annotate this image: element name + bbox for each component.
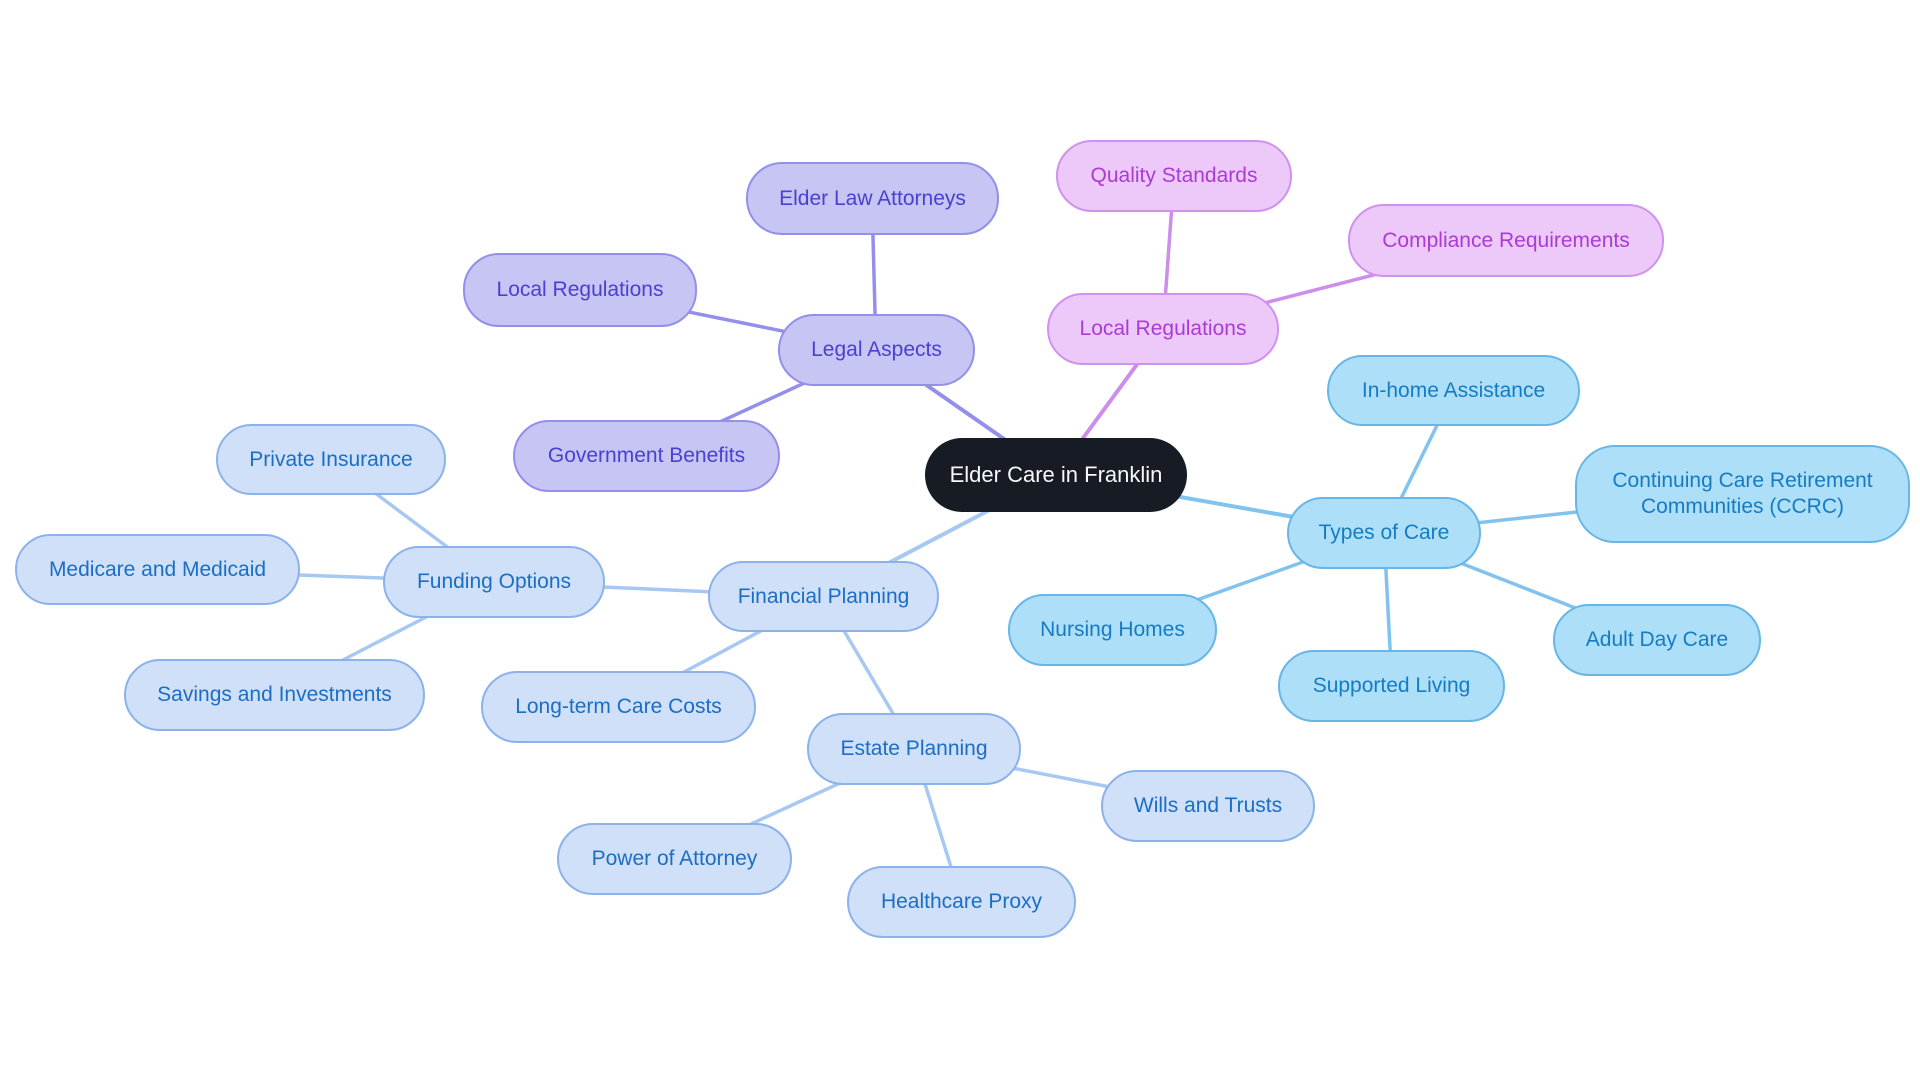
node-medicare-and-medicaid[interactable]: Medicare and Medicaid [15,534,300,605]
node-legal-aspects[interactable]: Legal Aspects [778,314,975,386]
node-supported-living[interactable]: Supported Living [1278,650,1505,722]
node-adult-day-care[interactable]: Adult Day Care [1553,604,1761,676]
node-healthcare-proxy[interactable]: Healthcare Proxy [847,866,1076,938]
node-power-of-attorney[interactable]: Power of Attorney [557,823,792,895]
node-types-of-care[interactable]: Types of Care [1287,497,1481,569]
node-local-regulations-legal[interactable]: Local Regulations [463,253,697,327]
node-long-term-care-costs[interactable]: Long-term Care Costs [481,671,756,743]
node-nursing-homes[interactable]: Nursing Homes [1008,594,1217,666]
node-financial-planning[interactable]: Financial Planning [708,561,939,632]
node-elder-law-attorneys[interactable]: Elder Law Attorneys [746,162,999,235]
node-estate-planning[interactable]: Estate Planning [807,713,1021,785]
node-in-home-assistance[interactable]: In-home Assistance [1327,355,1580,426]
node-compliance-requirements[interactable]: Compliance Requirements [1348,204,1664,277]
node-savings-and-investments[interactable]: Savings and Investments [124,659,425,731]
node-root-elder-care-in-franklin[interactable]: Elder Care in Franklin [925,438,1187,512]
node-ccrc[interactable]: Continuing Care Retirement Communities (… [1575,445,1910,543]
node-quality-standards[interactable]: Quality Standards [1056,140,1292,212]
node-private-insurance[interactable]: Private Insurance [216,424,446,495]
node-local-regulations-pink[interactable]: Local Regulations [1047,293,1279,365]
node-government-benefits[interactable]: Government Benefits [513,420,780,492]
node-funding-options[interactable]: Funding Options [383,546,605,618]
node-wills-and-trusts[interactable]: Wills and Trusts [1101,770,1315,842]
